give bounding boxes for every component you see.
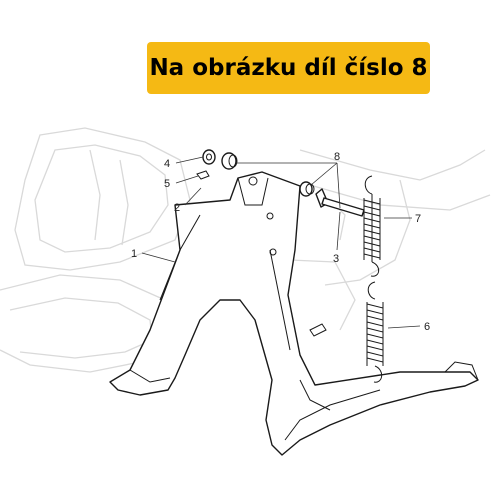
callout-2: 2 [174,202,180,214]
washer [202,149,216,165]
clip [196,170,210,180]
callout-1: 1 [131,248,137,260]
leader-lines [141,156,421,329]
center-stand [109,171,479,456]
spring-upper [363,175,381,277]
spring-lower [366,281,384,383]
callout-4: 4 [164,158,170,170]
callout-8: 8 [334,151,340,163]
banner-text: Na obrázku díl číslo 8 [149,55,428,81]
callout-3: 3 [333,253,339,265]
callout-7: 7 [415,213,421,225]
highlight-banner: Na obrázku díl číslo 8 [147,42,430,94]
bushing-left [221,152,238,170]
callout-6: 6 [424,321,430,333]
bushing-right [299,181,315,197]
pivot-bolt [315,188,365,217]
callout-5: 5 [164,178,170,190]
